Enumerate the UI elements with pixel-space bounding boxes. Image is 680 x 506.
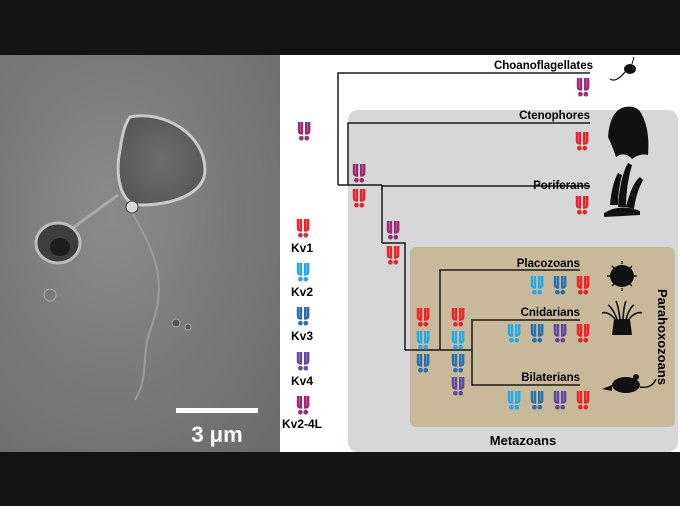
choanoflagellate-icon (609, 56, 636, 81)
legend-kv2-icon (296, 262, 310, 282)
legend-kv2-label: Kv2 (291, 285, 313, 299)
cnidarian-icon (601, 300, 643, 335)
taxon-label-placozoans: Placozoans (517, 258, 580, 270)
ctenophore-icon (608, 106, 649, 159)
legend-kv4-icon (296, 351, 310, 371)
legend-kv3-label: Kv3 (291, 329, 313, 343)
legend-kv1-icon (296, 218, 310, 238)
scale-bar-label: 3 μm (191, 422, 242, 447)
channel-legend: Kv1 Kv2 Kv3 Kv4 Kv2-4L (282, 218, 322, 431)
legend-kv3-icon (296, 306, 310, 326)
taxon-label-ctenophores: Ctenophores (519, 110, 590, 122)
legend-kv4-label: Kv4 (291, 374, 313, 388)
phylogenetic-tree (337, 72, 590, 386)
legend-kv2-4l-icon (296, 395, 310, 415)
group-label-metazoans: Metazoans (490, 433, 556, 448)
kv-channel-phylogeny: Choanoflagellates Ctenophores Poriferans… (280, 55, 680, 452)
legend-kv1-label: Kv1 (291, 241, 313, 255)
placozoan-icon (607, 261, 637, 291)
taxon-label-poriferans: Poriferans (533, 180, 590, 192)
taxon-label-bilaterians: Bilaterians (521, 372, 580, 384)
mouse-icon (602, 374, 657, 393)
taxon-label-cnidarians: Cnidarians (521, 307, 580, 319)
group-label-parahoxozoans: Parahoxozoans (655, 289, 670, 385)
kv2-4l-icon (576, 77, 590, 97)
sponge-icon (604, 163, 643, 217)
scale-bar (176, 408, 258, 413)
choanoflagellate-micrograph: 3 μm (0, 55, 280, 452)
taxon-label-choanoflagellates: Choanoflagellates (494, 60, 593, 72)
legend-kv2-4l-label: Kv2-4L (282, 417, 322, 431)
kv2-4l-icon (297, 121, 311, 141)
parahoxozoa-panel (410, 247, 675, 427)
